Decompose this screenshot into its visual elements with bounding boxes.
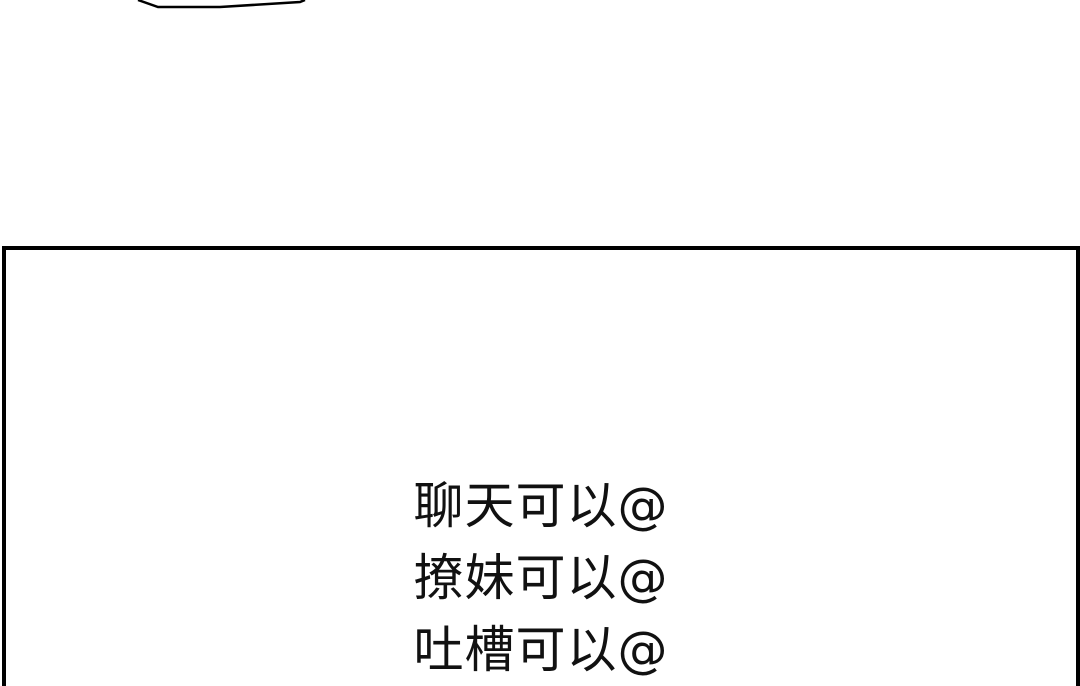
- comic-panel: 聊天可以@ 撩妹可以@ 吐槽可以@: [2, 246, 1080, 686]
- caption-block: 聊天可以@ 撩妹可以@ 吐槽可以@: [6, 470, 1076, 686]
- caption-line-chat: 聊天可以@: [413, 477, 669, 535]
- speech-bubble-edge: [137, 0, 306, 9]
- caption-line-flirt: 撩妹可以@: [413, 549, 669, 607]
- caption-line-rant: 吐槽可以@: [413, 621, 669, 679]
